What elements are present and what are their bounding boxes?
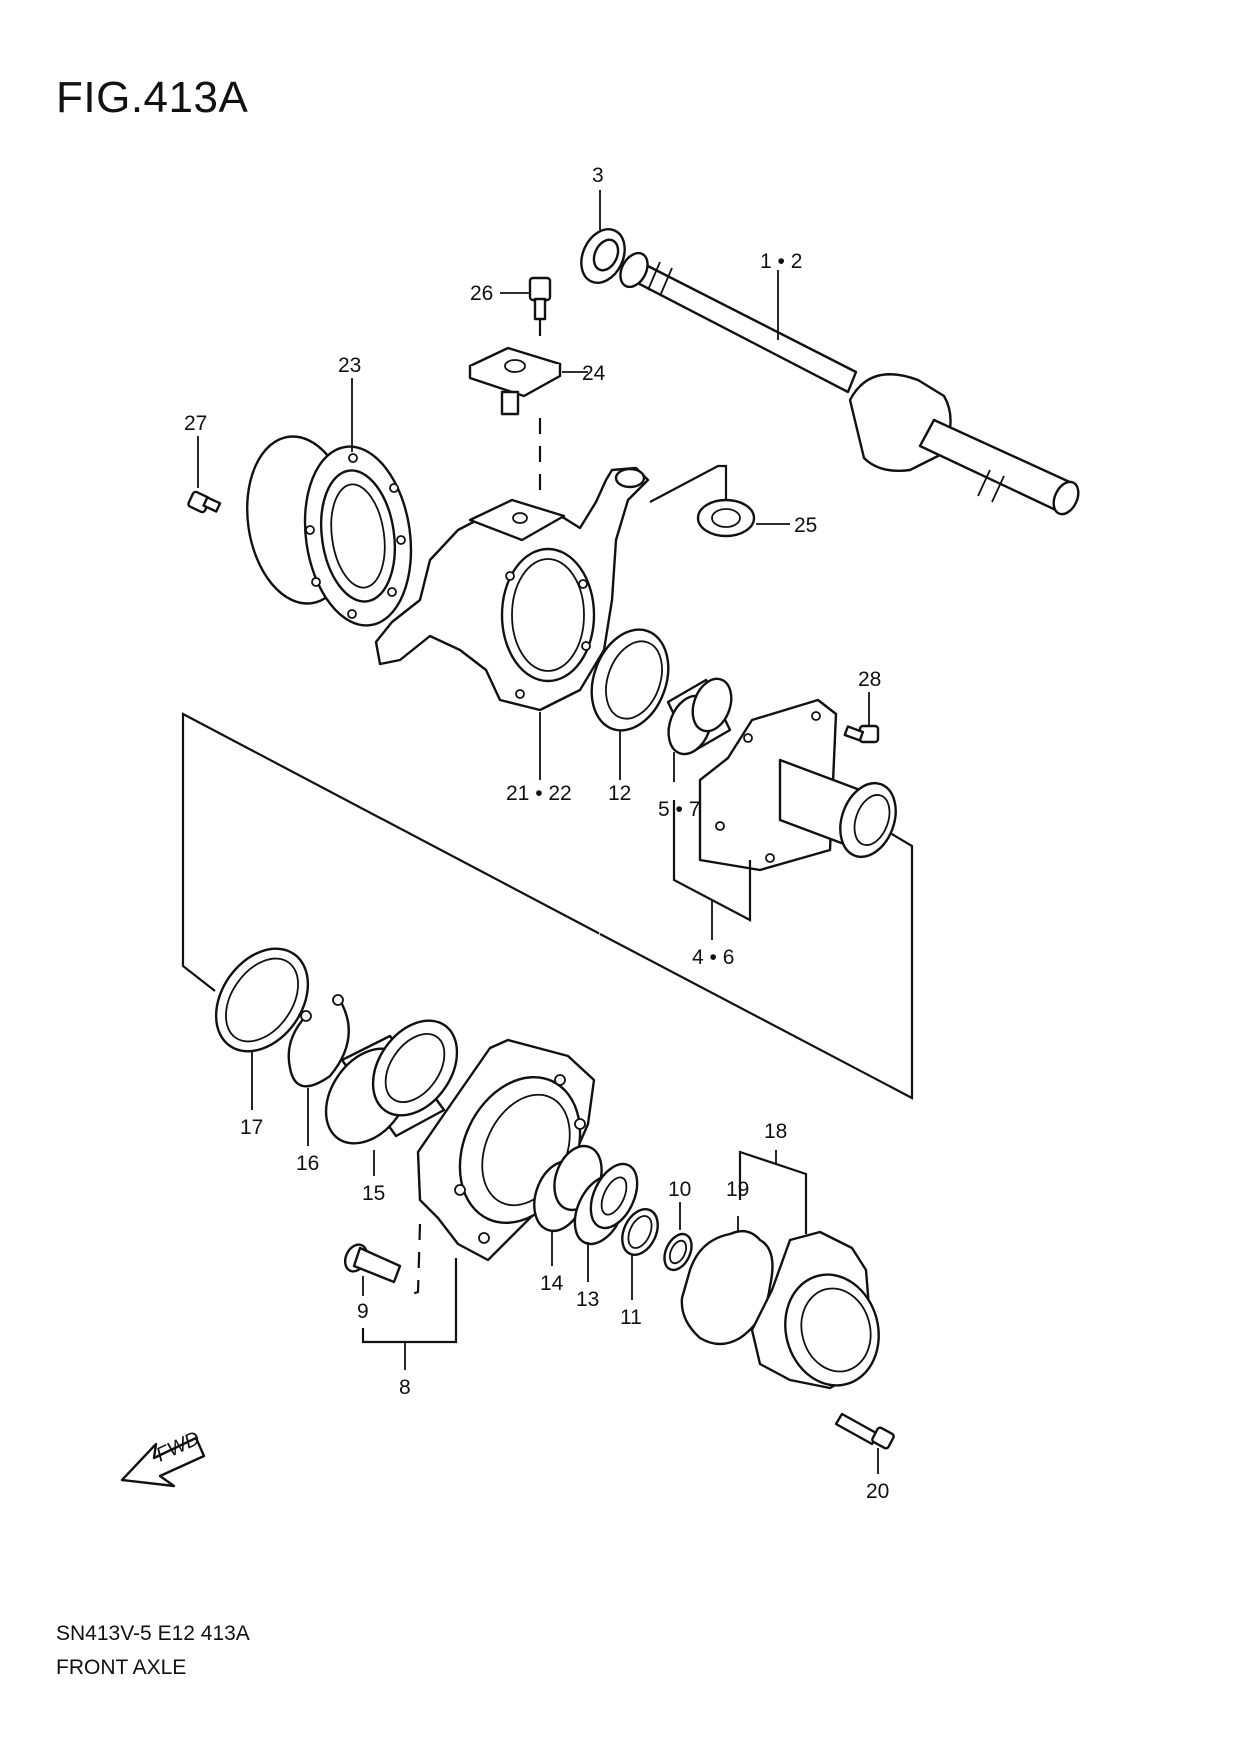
callout-17: 17 — [240, 1116, 263, 1139]
callout-19: 19 — [726, 1178, 749, 1201]
callout-13: 13 — [576, 1288, 599, 1311]
diagram-name: FRONT AXLE — [56, 1656, 187, 1679]
wheel-bearing-15 — [324, 1019, 459, 1145]
spindle-plate-4-6 — [698, 698, 897, 872]
bolt-20 — [834, 1412, 895, 1450]
callout-12: 12 — [608, 782, 631, 805]
callout-11: 11 — [620, 1306, 642, 1329]
callout-15: 15 — [362, 1182, 385, 1205]
bushing-5-7 — [666, 677, 733, 756]
callout-16: 16 — [296, 1152, 319, 1175]
gasket-19 — [680, 1229, 774, 1346]
callout-14: 14 — [540, 1272, 564, 1295]
axle-shaft-1-2 — [619, 251, 1080, 516]
callout-18: 18 — [764, 1120, 787, 1143]
bracket-plate-24 — [468, 346, 562, 416]
bolt-28 — [843, 724, 880, 744]
callout-25: 25 — [794, 514, 817, 537]
forward-direction-arrow: FWD — [120, 1427, 206, 1488]
lock-washer-13 — [573, 1162, 639, 1246]
callout-24: 24 — [582, 362, 606, 385]
wheel-stud-9 — [343, 1243, 402, 1284]
bolt-26 — [528, 276, 552, 321]
snap-ring-11 — [621, 1208, 659, 1256]
callout-5-7: 5 • 7 — [658, 798, 700, 821]
flange-hub-23 — [245, 435, 413, 627]
seal-ring-17 — [214, 947, 310, 1053]
bolt-27 — [187, 490, 222, 514]
circlip-10 — [663, 1232, 693, 1272]
callout-1-2: 1 • 2 — [760, 250, 802, 273]
seal-ring-3 — [580, 228, 626, 284]
steering-knuckle-21-22 — [374, 466, 650, 712]
callout-3: 3 — [592, 164, 604, 187]
callout-27: 27 — [184, 412, 207, 435]
callout-23: 23 — [338, 354, 361, 377]
callout-10: 10 — [668, 1178, 691, 1201]
figure-title: FIG.413A — [56, 73, 249, 122]
ring-12 — [590, 628, 670, 732]
callout-labels: 3 1 • 2 26 23 24 27 25 28 21 • 22 12 5 •… — [184, 164, 889, 1503]
callout-21-22: 21 • 22 — [506, 782, 572, 805]
hub-cap-18 — [750, 1230, 880, 1390]
callout-4-6: 4 • 6 — [692, 946, 734, 969]
snap-ring-16 — [287, 994, 350, 1088]
callout-26: 26 — [470, 282, 493, 305]
callout-28: 28 — [858, 668, 881, 691]
assembly-bracket-lines — [181, 712, 914, 1100]
callout-8: 8 — [399, 1376, 411, 1399]
callout-9: 9 — [357, 1300, 369, 1323]
bearing-25 — [696, 498, 756, 538]
callout-20: 20 — [866, 1480, 889, 1503]
diagram-code: SN413V-5 E12 413A — [56, 1622, 250, 1645]
